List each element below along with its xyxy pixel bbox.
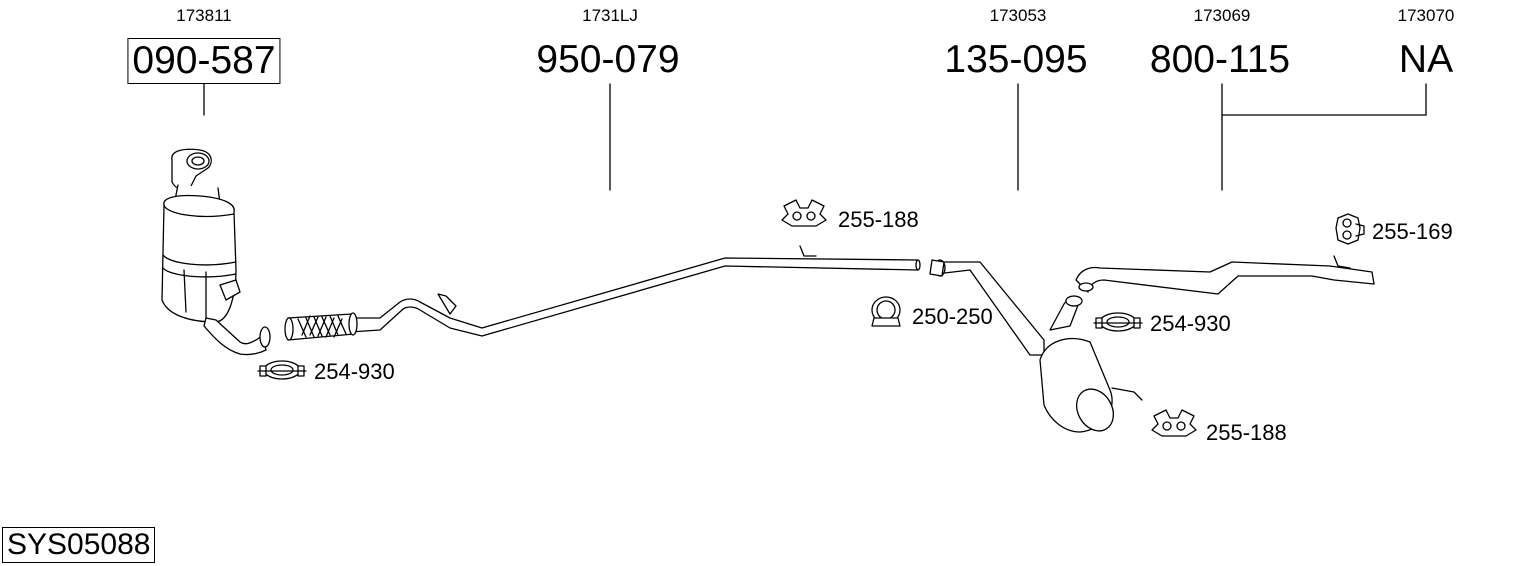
- oe-number: 173070: [1397, 6, 1455, 25]
- rear-pipe: [1075, 255, 1375, 295]
- part-number: 135-095: [944, 38, 1088, 81]
- part-number: NA: [1398, 38, 1454, 81]
- system-code: SYS05088: [2, 527, 156, 563]
- middle-silencer: [929, 259, 1143, 433]
- part-number: 090-587: [127, 38, 281, 84]
- rubber-mount-icon: [781, 199, 827, 227]
- accessory-label: 255-169: [1372, 219, 1453, 244]
- part-number: 950-079: [536, 38, 680, 81]
- part-number: 800-115: [1149, 38, 1291, 81]
- leader-lines: [203, 83, 1427, 191]
- catalytic-converter: [161, 148, 271, 356]
- accessory-label: 250-250: [912, 304, 993, 329]
- rubber-mount-icon: [1151, 409, 1197, 437]
- clamp-icon: [1093, 312, 1143, 332]
- clamp-icon: [257, 360, 307, 380]
- oe-number: 1731LJ: [582, 6, 638, 25]
- oe-number: 173811: [176, 6, 232, 25]
- rubber-mount-icon: [1335, 213, 1365, 245]
- oe-number: 173053: [989, 6, 1047, 25]
- u-clamp-icon: [871, 296, 901, 327]
- oe-number: 173069: [1193, 6, 1251, 25]
- accessory-label: 255-188: [838, 207, 919, 232]
- accessory-label: 254-930: [314, 359, 395, 384]
- accessory-label: 254-930: [1150, 311, 1231, 336]
- accessory-label: 255-188: [1206, 420, 1287, 445]
- front-pipe: [284, 245, 921, 341]
